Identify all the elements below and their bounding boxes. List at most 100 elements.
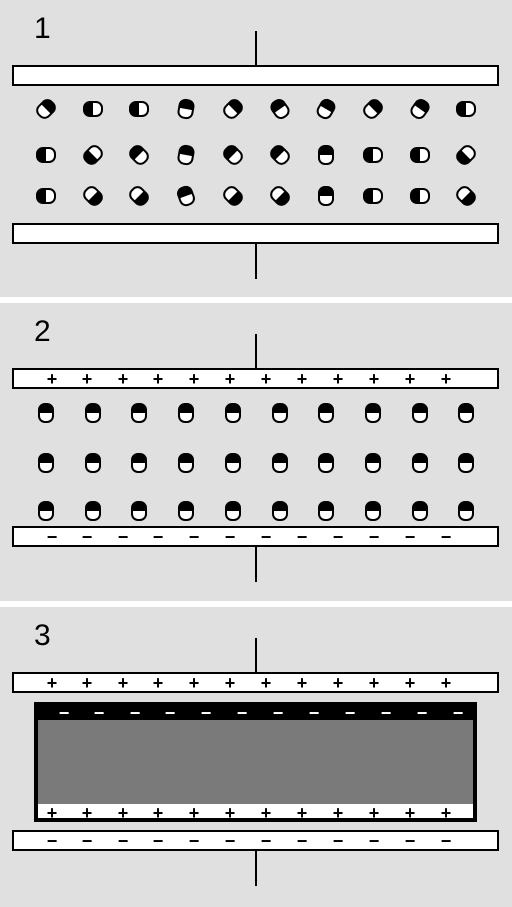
dielectric-surface-charge: + [189, 803, 200, 823]
top-plate-charge: + [261, 369, 272, 389]
dielectric-surface-charge: + [82, 803, 93, 823]
dielectric-surface-charge: − [237, 703, 248, 723]
dipole-molecule [319, 404, 333, 422]
panel-1: 1 [0, 0, 512, 297]
dielectric-surface-charge: + [47, 803, 58, 823]
dipole-molecule [457, 102, 475, 116]
panel-3: 3++++++++++++−−−−−−−−−−−−−−−−−−−−−−−−+++… [0, 607, 512, 907]
dipole-molecule [459, 502, 473, 520]
bottom-plate-charge: − [225, 831, 236, 851]
dielectric-surface-charge: + [153, 803, 164, 823]
dipole-molecule [226, 502, 240, 520]
top-plate-charge: + [82, 369, 93, 389]
bottom-plate-charge: − [118, 527, 129, 547]
dielectric-surface-charge: + [118, 803, 129, 823]
top-plate-charge: + [189, 673, 200, 693]
dielectric-surface-charge: − [59, 703, 70, 723]
dielectric-surface-charge: − [273, 703, 284, 723]
top-plate-charge: + [153, 673, 164, 693]
dipole-molecule [366, 454, 380, 472]
dipole-molecule [39, 454, 53, 472]
dipole-molecule [413, 404, 427, 422]
dipole-molecule [413, 454, 427, 472]
dipole-molecule [273, 404, 287, 422]
top-plate-charge: + [47, 369, 58, 389]
dielectric-surface-charge: − [417, 703, 428, 723]
top-plate-charge: + [441, 369, 452, 389]
dipole-molecule [179, 454, 193, 472]
bottom-plate-charge: − [82, 831, 93, 851]
bottom-plate-charge: − [47, 831, 58, 851]
top-plate-charge: + [225, 369, 236, 389]
panel-label: 2 [34, 315, 51, 348]
dielectric-surface-charge: − [381, 703, 392, 723]
dielectric-surface-charge: − [201, 703, 212, 723]
dielectric-top-strip [38, 706, 473, 720]
bottom-plate-charge: − [369, 831, 380, 851]
bottom-plate-charge: − [225, 527, 236, 547]
dielectric-surface-charge: + [405, 803, 416, 823]
dipole-molecule [319, 502, 333, 520]
bottom-plate-charge: − [82, 527, 93, 547]
top-plate-charge: + [297, 673, 308, 693]
dielectric-surface-charge: + [297, 803, 308, 823]
dipole-molecule [366, 502, 380, 520]
dipole-molecule [86, 502, 100, 520]
dipole-molecule [178, 99, 195, 119]
bottom-plate-charge: − [261, 831, 272, 851]
dipole-molecule [319, 187, 333, 205]
bottom-plate-charge: − [405, 527, 416, 547]
top-plate-charge: + [225, 673, 236, 693]
dipole-molecule [411, 148, 429, 162]
top-plate-charge: + [261, 673, 272, 693]
dielectric-surface-charge: − [130, 703, 141, 723]
dipole-molecule [364, 148, 382, 162]
dipole-molecule [364, 189, 382, 203]
dielectric-bottom-strip [38, 804, 473, 818]
top-plate [12, 368, 499, 389]
dipole-molecule [39, 404, 53, 422]
panel-label: 1 [34, 12, 51, 45]
bottom-plate [12, 223, 499, 244]
dipole-molecule [319, 454, 333, 472]
top-plate-charge: + [118, 673, 129, 693]
panel-2: 2++++++++++++−−−−−−−−−−−− [0, 303, 512, 601]
top-plate-charge: + [297, 369, 308, 389]
bottom-plate-charge: − [441, 527, 452, 547]
dipole-molecule [226, 454, 240, 472]
bottom-plate-charge: − [441, 831, 452, 851]
dielectric-surface-charge: + [261, 803, 272, 823]
bottom-plate-charge: − [47, 527, 58, 547]
dielectric-surface-charge: + [369, 803, 380, 823]
bottom-plate-charge: − [189, 831, 200, 851]
top-plate-charge: + [333, 369, 344, 389]
dipole-molecule [179, 502, 193, 520]
bottom-plate-charge: − [189, 527, 200, 547]
dipole-molecule [37, 189, 55, 203]
top-plate-charge: + [333, 673, 344, 693]
top-plate-charge: + [189, 369, 200, 389]
dielectric-slab [38, 706, 473, 818]
dipole-molecule [37, 148, 55, 162]
dipole-molecule [179, 404, 193, 422]
dielectric-surface-charge: + [441, 803, 452, 823]
dipole-molecule [411, 189, 429, 203]
dielectric-surface-charge: − [165, 703, 176, 723]
bottom-plate-charge: − [118, 831, 129, 851]
dipole-molecule [132, 454, 146, 472]
bottom-plate-charge: − [297, 831, 308, 851]
top-plate [12, 672, 499, 693]
dielectric-surface-charge: − [453, 703, 464, 723]
top-plate [12, 65, 499, 86]
dipole-molecule [178, 145, 195, 165]
dielectric-surface-charge: − [309, 703, 320, 723]
dipole-molecule [130, 102, 148, 116]
bottom-plate-charge: − [369, 527, 380, 547]
dielectric-surface-charge: + [333, 803, 344, 823]
dipole-molecule [86, 454, 100, 472]
top-plate-charge: + [405, 369, 416, 389]
dipole-molecule [459, 404, 473, 422]
top-plate-charge: + [118, 369, 129, 389]
dielectric-surface-charge: + [225, 803, 236, 823]
dipole-molecule [84, 102, 102, 116]
